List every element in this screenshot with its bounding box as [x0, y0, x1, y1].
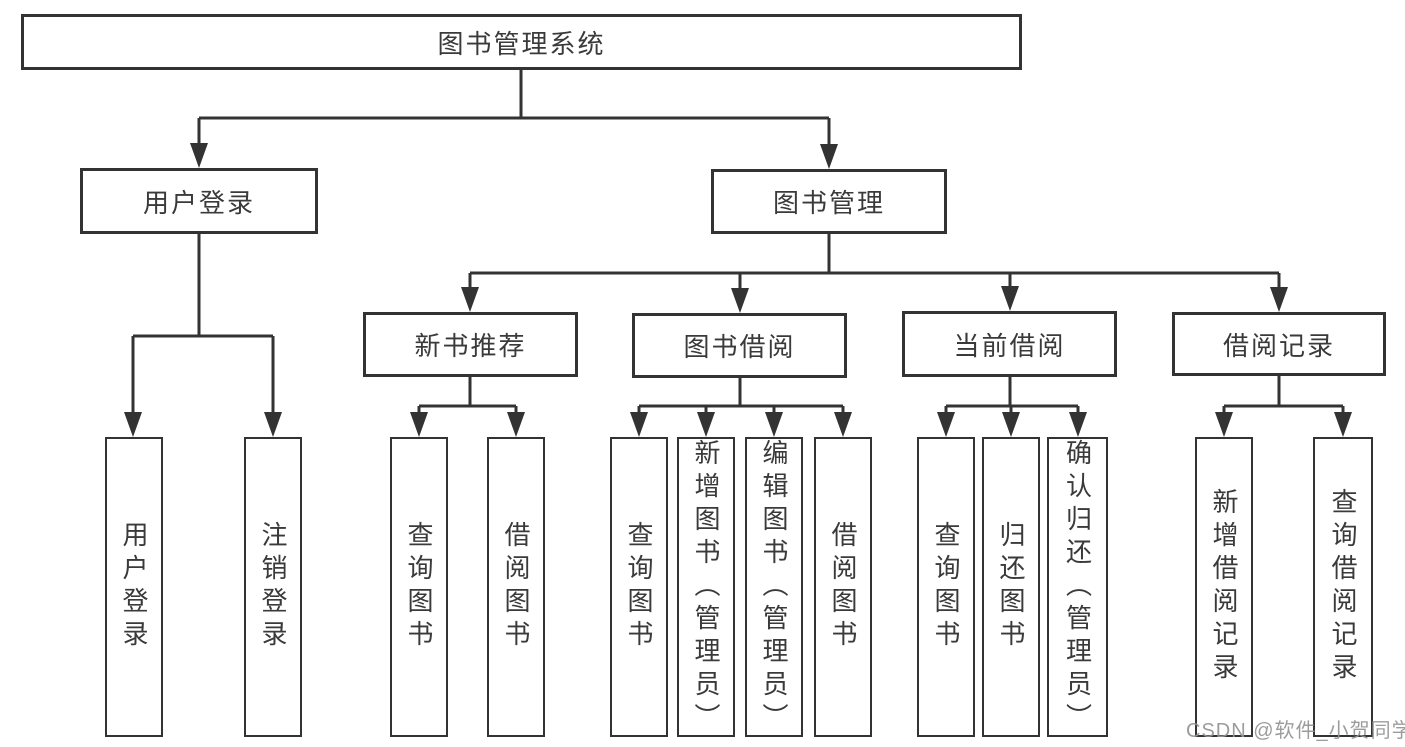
leaf-logout-login-label: 注销登录: [258, 521, 288, 653]
leaf-query-book-under-borrow-label: 查询图书: [624, 521, 654, 653]
leaf-query-book-under-current-label: 查询图书: [931, 521, 961, 653]
node-borrow-record-label: 借阅记录: [1222, 330, 1335, 361]
leaf-add-borrow-record: 新增借阅记录: [1195, 437, 1253, 737]
node-book-borrow-label: 图书借阅: [683, 332, 796, 362]
leaf-user-login: 用户登录: [105, 437, 163, 737]
leaf-edit-book-admin-label: 编辑图书（管理员）: [759, 439, 789, 736]
leaf-query-book-under-recommend: 查询图书: [390, 437, 448, 737]
leaf-confirm-return-admin-label: 确认归还（管理员）: [1062, 439, 1093, 736]
node-current-borrow-label: 当前借阅: [953, 330, 1066, 361]
leaf-query-borrow-record-label: 查询借阅记录: [1328, 488, 1358, 686]
node-user-login-label: 用户登录: [142, 187, 255, 218]
leaf-query-book-under-current: 查询图书: [917, 437, 975, 737]
node-current-borrow: 当前借阅: [902, 311, 1117, 377]
node-user-login: 用户登录: [80, 168, 318, 234]
leaf-return-book-label: 归还图书: [996, 521, 1026, 653]
leaf-logout-login: 注销登录: [244, 437, 302, 737]
node-book-management-label: 图书管理: [772, 188, 885, 218]
leaf-borrow-book-under-borrow-label: 借阅图书: [828, 521, 858, 653]
leaf-query-book-under-recommend-label: 查询图书: [404, 521, 434, 653]
node-book-borrow: 图书借阅: [632, 313, 847, 378]
leaf-borrow-book-under-borrow: 借阅图书: [814, 437, 872, 737]
leaf-add-book-admin: 新增图书（管理员）: [677, 437, 735, 737]
leaf-add-book-admin-label: 新增图书（管理员）: [691, 439, 721, 736]
leaf-add-borrow-record-label: 新增借阅记录: [1209, 488, 1239, 686]
csdn-watermark: CSDN @软件_小贺同学: [1186, 720, 1405, 742]
leaf-query-book-under-borrow: 查询图书: [610, 437, 668, 737]
arrowheads: [124, 143, 1352, 437]
leaf-edit-book-admin: 编辑图书（管理员）: [745, 437, 803, 737]
node-book-management: 图书管理: [711, 169, 947, 234]
leaf-confirm-return-admin: 确认归还（管理员）: [1047, 437, 1108, 737]
node-borrow-record: 借阅记录: [1172, 312, 1386, 376]
leaf-query-borrow-record: 查询借阅记录: [1313, 437, 1373, 737]
leaf-user-login-label: 用户登录: [119, 521, 149, 653]
node-root-label: 图书管理系统: [437, 28, 606, 59]
node-new-book-recommend-label: 新书推荐: [414, 331, 527, 361]
leaf-borrow-book-under-recommend: 借阅图书: [487, 437, 545, 737]
node-root-library-system: 图书管理系统: [21, 14, 1022, 70]
leaf-borrow-book-under-recommend-label: 借阅图书: [501, 521, 531, 653]
leaf-return-book: 归还图书: [982, 437, 1040, 737]
node-new-book-recommend: 新书推荐: [363, 312, 578, 377]
